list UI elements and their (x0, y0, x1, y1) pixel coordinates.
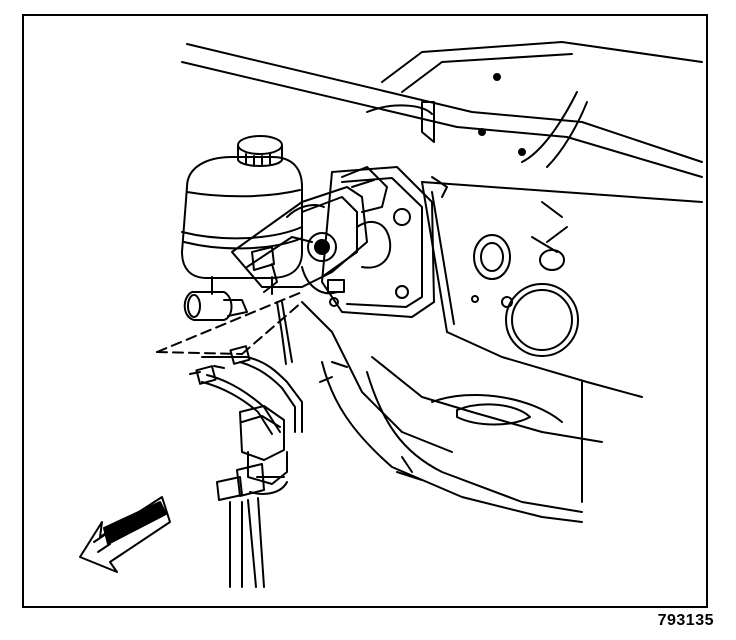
brake-pipes (189, 301, 303, 435)
combination-valve (216, 405, 288, 588)
brake-master-cylinder (231, 166, 392, 307)
reservoir-cap (237, 135, 283, 167)
vacuum-booster (321, 166, 435, 318)
firewall-panel (181, 41, 703, 398)
brake-master-cylinder-diagram (79, 41, 703, 588)
figure-frame (22, 14, 708, 608)
fluid-reservoir (181, 156, 303, 295)
front-direction-arrow (79, 496, 171, 573)
figure-id-label: 793135 (657, 612, 714, 629)
mounting-bracket (156, 246, 303, 358)
reservoir-port (183, 291, 248, 321)
wheelhouse-panel (301, 301, 603, 523)
